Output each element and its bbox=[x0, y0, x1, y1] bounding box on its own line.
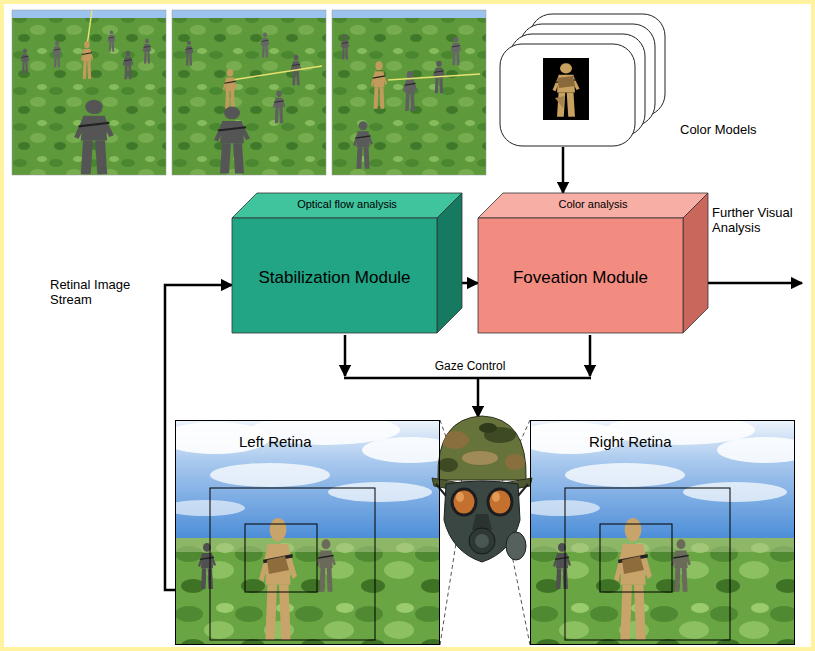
box-3d-shape bbox=[478, 193, 708, 333]
face-label: Optical flow analysis bbox=[257, 198, 437, 211]
screenshot-frame bbox=[107, 31, 115, 52]
screenshot-frame bbox=[53, 41, 62, 68]
output-label: Further Visual Analysis bbox=[712, 206, 808, 236]
helmet-icon bbox=[438, 423, 525, 472]
screenshot-frame bbox=[232, 66, 322, 80]
helmet-icon bbox=[456, 492, 464, 502]
helmet-icon bbox=[432, 416, 532, 562]
retina-panel: Right Retina bbox=[530, 420, 795, 645]
color-model-stack: Color Models bbox=[498, 6, 803, 147]
screenshot-frame bbox=[172, 10, 326, 175]
screenshot-frame bbox=[81, 41, 94, 79]
process-label: Stabilization Module bbox=[240, 225, 429, 331]
gaze-control-wires bbox=[708, 282, 802, 285]
helmet-icon bbox=[479, 423, 497, 433]
screenshot-frame bbox=[353, 121, 373, 169]
helmet-icon bbox=[441, 431, 469, 449]
screenshot-frame bbox=[12, 10, 166, 18]
screenshot-frame bbox=[223, 69, 237, 109]
box-face bbox=[478, 218, 683, 333]
helmet-icon bbox=[506, 532, 526, 560]
screenshot-frame bbox=[172, 10, 326, 175]
face-label: Color analysis bbox=[503, 198, 683, 211]
screenshot-frame bbox=[388, 74, 480, 80]
flow-arrow bbox=[562, 147, 565, 193]
panel-title: Right Retina bbox=[589, 433, 739, 450]
screenshot-frame bbox=[332, 10, 486, 175]
box-face bbox=[683, 193, 708, 333]
screenshot-frame bbox=[172, 10, 326, 175]
screenshot-frame bbox=[143, 39, 152, 64]
screenshot-frame bbox=[123, 51, 134, 80]
helmet-icon bbox=[462, 451, 498, 465]
box-face bbox=[232, 218, 437, 333]
process-label: Foveation Module bbox=[486, 225, 675, 331]
helmet-icon bbox=[469, 528, 495, 554]
screenshot-frame bbox=[332, 10, 486, 18]
retina-panel: Left Retina bbox=[175, 420, 440, 645]
gaze-control-wires bbox=[344, 335, 347, 376]
screenshot-frame bbox=[403, 71, 417, 111]
screenshot-frame bbox=[332, 10, 486, 175]
model-card bbox=[500, 44, 635, 146]
panel-title: Left Retina bbox=[239, 433, 389, 450]
screenshot-frame bbox=[451, 37, 462, 66]
process-box: Color analysisFoveation Module bbox=[478, 193, 708, 333]
screenshot-frame bbox=[341, 35, 350, 60]
gaze-control-wires bbox=[589, 335, 592, 376]
retina-scene bbox=[515, 415, 813, 645]
flow-arrow bbox=[462, 282, 478, 285]
helmet-icon bbox=[438, 458, 458, 472]
screenshot-frame bbox=[185, 41, 194, 66]
helmet-icon bbox=[452, 489, 476, 515]
screenshot-frame bbox=[371, 61, 387, 109]
screenshot-frame bbox=[273, 91, 286, 123]
box-face bbox=[437, 193, 462, 333]
gaze-control-wires bbox=[477, 378, 480, 417]
box-face bbox=[232, 193, 462, 218]
screenshot-frame bbox=[74, 100, 114, 174]
helmet-icon bbox=[492, 492, 500, 502]
gaze-control-wires bbox=[344, 377, 591, 380]
screenshot-frame bbox=[12, 10, 166, 175]
helmet-icon bbox=[505, 454, 525, 470]
card-stack bbox=[498, 6, 803, 147]
connector-label: Gaze Control bbox=[410, 360, 530, 374]
model-thumbnail bbox=[543, 58, 589, 120]
box-3d-shape bbox=[232, 193, 462, 333]
process-box: Optical flow analysisStabilization Modul… bbox=[232, 193, 462, 333]
screenshot-frame bbox=[332, 10, 486, 175]
node-label: Color Models bbox=[680, 123, 790, 138]
screenshot-frame bbox=[214, 107, 250, 174]
helmet-icon bbox=[436, 484, 528, 496]
screenshot-frame bbox=[87, 10, 92, 46]
screenshot-frame bbox=[12, 10, 166, 175]
screenshot-frame bbox=[12, 10, 166, 175]
helmet-icon bbox=[475, 534, 489, 548]
input-label: Retinal Image Stream bbox=[50, 278, 150, 308]
screenshot-frame bbox=[172, 10, 326, 18]
screenshot-frame bbox=[21, 49, 30, 74]
helmet-icon bbox=[438, 416, 526, 480]
retina-scene bbox=[160, 415, 458, 645]
screenshot-frame bbox=[261, 33, 270, 58]
helmet-icon bbox=[488, 489, 512, 515]
box-face bbox=[478, 193, 708, 218]
